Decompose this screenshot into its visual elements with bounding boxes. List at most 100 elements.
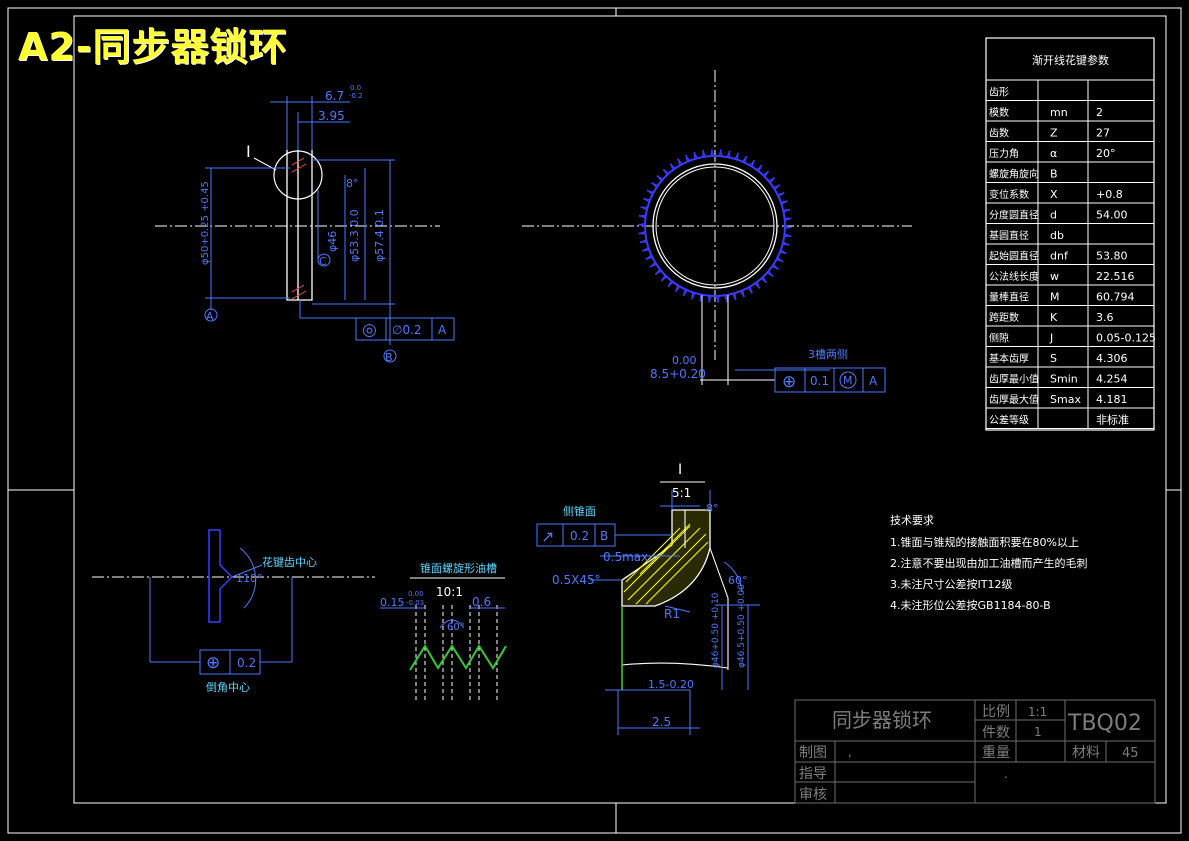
spline-param-value: 非标准 — [1096, 413, 1129, 427]
spline-tooth — [649, 261, 657, 268]
detail-d46-5: φ46.5+0.50 +0.00 — [737, 584, 747, 668]
dim-d46: φ46 — [326, 231, 339, 252]
spline-param-symbol: J — [1049, 332, 1053, 345]
groove-dim-left: 0.15 — [380, 596, 405, 609]
spline-param-label: 起始圆直径 — [989, 250, 1039, 263]
spline-tooth — [638, 231, 646, 235]
tb-drawing-no: TBQ02 — [1067, 711, 1142, 736]
spline-param-label: 齿厚最大值 — [989, 393, 1039, 406]
datum-c-label: C — [319, 255, 327, 268]
detail-d46: φ46+0.50 +0.10 — [711, 592, 721, 668]
spline-tooth — [783, 208, 791, 213]
tb-scale-label: 比例 — [982, 704, 1010, 720]
spline-param-value: 54.00 — [1096, 209, 1128, 222]
spline-tooth — [640, 205, 648, 211]
detail-mark: I — [246, 142, 251, 161]
spline-param-label: 侧隙 — [989, 332, 1009, 345]
detail-face-label: 侧锥面 — [563, 505, 596, 518]
spline-tooth — [724, 294, 729, 303]
spline-tooth — [776, 256, 784, 263]
spline-param-symbol: mn — [1050, 106, 1068, 119]
spline-param-label: 模数 — [989, 106, 1009, 119]
detail-chamfer: 0.5X45° — [552, 573, 601, 587]
tb-qty-value: 1 — [1034, 725, 1042, 739]
spline-param-value: +0.8 — [1096, 188, 1123, 201]
spline-tooth — [782, 241, 790, 247]
dim-d57: φ57.4 0.1 — [373, 209, 386, 262]
section-hatch — [291, 157, 307, 300]
spline-tooth — [771, 264, 780, 271]
slot-note: 3槽两侧 — [808, 348, 848, 361]
spline-param-label: 变位系数 — [989, 188, 1029, 201]
spline-tooth — [654, 268, 662, 276]
spline-param-symbol: d — [1050, 209, 1057, 222]
datum-c-circle — [317, 253, 331, 267]
groove-dim-right: 0.6 — [472, 595, 491, 609]
detail-hatch — [623, 523, 709, 605]
spline-param-symbol: db — [1050, 229, 1064, 242]
detail-hatched-section — [621, 509, 711, 607]
section-dimension-lines — [205, 96, 395, 345]
spline-tooth — [749, 159, 756, 167]
spline-param-value: 3.6 — [1096, 311, 1114, 324]
spline-param-value: 22.516 — [1096, 270, 1135, 283]
spline-param-symbol: Smax — [1050, 393, 1081, 406]
datum-a-circle — [204, 308, 218, 322]
tech-item: 2.注意不要出现由加工油槽而产生的毛刺 — [890, 556, 1088, 570]
spline-param-label: 跨距数 — [989, 311, 1019, 324]
title-block: 同步器锁环 比例 1:1 件数 1 TBQ02 制图 , 指导 审核 重量 . … — [794, 699, 1156, 804]
detail-dim-1-5: 1.5-0.20 — [648, 678, 694, 691]
detail-circle — [273, 150, 323, 200]
front-fcf — [774, 367, 886, 393]
spline-tooth — [715, 295, 720, 303]
tb-guide-label: 指导 — [799, 766, 827, 782]
ring-inner-2 — [655, 166, 775, 286]
spline-tooth — [773, 184, 781, 191]
spline-param-value: 0.05-0.125 — [1096, 332, 1156, 345]
tb-drawn-label: 制图 — [799, 745, 827, 761]
detail-view: I 5:1 — [536, 462, 760, 735]
detail-max-note: 0.5max — [603, 550, 648, 564]
groove-profile — [409, 644, 507, 671]
spline-tooth — [726, 150, 731, 158]
tb-material-value: 45 — [1122, 746, 1139, 761]
tb-material-label: 材料 — [1072, 745, 1100, 761]
section-fcf — [355, 317, 455, 341]
tooth-bottom-label: 倒角中心 — [206, 681, 250, 694]
tech-heading: 技术要求 — [890, 514, 934, 527]
detail-fcf-value: 0.2 — [570, 529, 589, 543]
spline-tooth — [667, 280, 674, 288]
spline-param-label: 量棒直径 — [989, 291, 1029, 304]
tb-weight-label: 重量 — [982, 745, 1010, 761]
spline-tooth — [784, 225, 792, 230]
tb-review-label: 审核 — [799, 787, 827, 803]
spline-tooth — [682, 289, 688, 297]
section-outline — [286, 150, 313, 301]
detail-radius: R1 — [664, 607, 680, 621]
slot-width: 8.5+0.20 — [650, 367, 706, 381]
spline-tooth — [710, 149, 715, 157]
tech-item: 1.锥面与锥规的接触面积要在80%以上 — [890, 535, 1079, 549]
spline-tooth — [780, 200, 788, 205]
spline-table-title: 渐开线花键参数 — [1032, 53, 1109, 67]
spline-tooth — [754, 281, 761, 290]
tooth-angle: 110° — [236, 572, 263, 585]
spline-tooth — [690, 292, 696, 300]
spline-tooth — [656, 174, 664, 182]
spline-param-value: 27 — [1096, 127, 1110, 140]
dim-d53: φ53.3 0.0 — [348, 209, 361, 262]
spline-tooth — [734, 152, 740, 160]
spline-param-symbol: B — [1050, 168, 1058, 181]
spline-param-symbol: dnf — [1050, 250, 1069, 263]
spline-tooth — [684, 154, 691, 162]
spline-param-value: 4.254 — [1096, 373, 1128, 386]
tb-drawn-value: , — [848, 745, 852, 759]
dim-width-inner: 3.95 — [318, 109, 345, 123]
drawing-frame — [7, 7, 1182, 834]
spline-param-symbol: X — [1050, 188, 1058, 201]
spline-tooth — [660, 274, 668, 282]
spline-tooth — [760, 276, 768, 284]
spline-param-symbol: K — [1050, 311, 1058, 324]
spline-tooth — [777, 191, 785, 198]
spline-param-label: 分度圆直径 — [989, 209, 1039, 222]
